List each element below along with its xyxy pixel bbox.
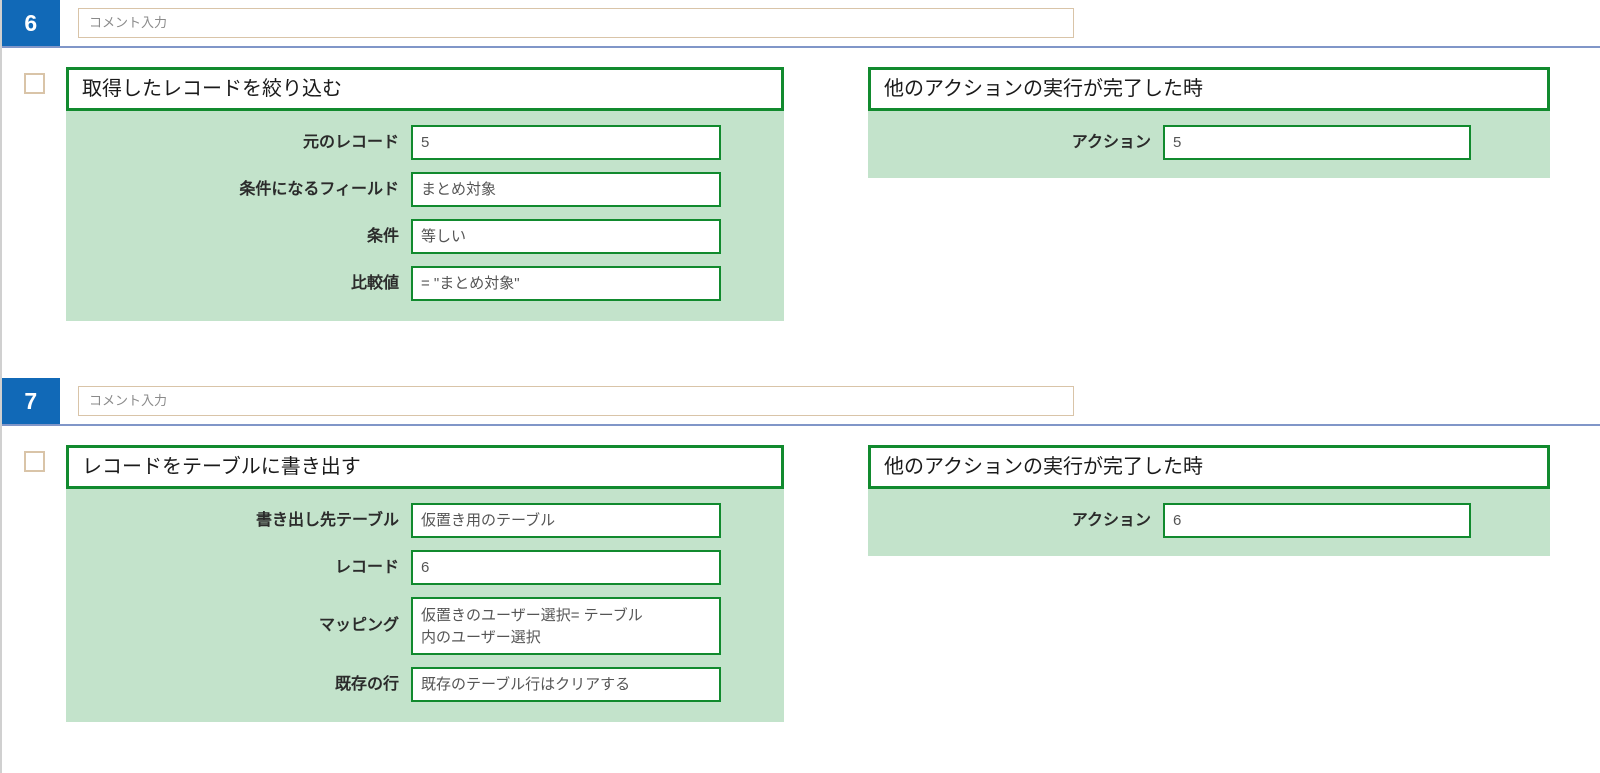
- field-label-compare-value: 比較値: [350, 274, 399, 292]
- step-divider-6: [2, 46, 1600, 48]
- step-header-7: 7 コメント入力: [2, 378, 1600, 424]
- step-7-checkbox[interactable]: [23, 451, 45, 472]
- field-row-trigger-action-7: アクション 6: [868, 503, 1550, 538]
- field-row-target-table: 書き出し先テーブル 仮置き用のテーブル: [66, 503, 784, 538]
- step-6-checkbox[interactable]: [23, 73, 45, 94]
- step-7-panels: レコードをテーブルに書き出す 書き出し先テーブル 仮置き用のテーブル レコード …: [66, 445, 1600, 722]
- field-input-mapping[interactable]: 仮置きのユーザー選択= テーブル 内のユーザー選択: [411, 597, 721, 655]
- step-header-6: 6 コメント入力: [2, 0, 1600, 46]
- field-input-record[interactable]: 6: [411, 550, 721, 585]
- action-title-7[interactable]: レコードをテーブルに書き出す: [66, 445, 784, 489]
- step-block-6: 6 コメント入力 取得したレコードを絞り込む 元のレコード 5: [2, 0, 1600, 321]
- action-title-6[interactable]: 取得したレコードを絞り込む: [66, 67, 784, 111]
- field-input-compare-value[interactable]: = "まとめ対象": [411, 266, 721, 301]
- step-divider-7: [2, 424, 1600, 426]
- field-row-compare-value: 比較値 = "まとめ対象": [66, 266, 784, 301]
- comment-input-7[interactable]: コメント入力: [78, 386, 1074, 416]
- field-input-moto-record[interactable]: 5: [411, 125, 721, 160]
- field-label-condition: 条件: [366, 227, 399, 245]
- field-label-existing-rows: 既存の行: [334, 675, 399, 693]
- action-card-6: 取得したレコードを絞り込む 元のレコード 5 条件になるフィールド まとめ対象 …: [66, 67, 784, 321]
- field-label-mapping: マッピング: [318, 617, 399, 635]
- field-row-moto-record: 元のレコード 5: [66, 125, 784, 160]
- field-input-trigger-action-7[interactable]: 6: [1163, 503, 1471, 538]
- step-spacer: [2, 321, 1600, 378]
- action-fields-7: 書き出し先テーブル 仮置き用のテーブル レコード 6 マッピング 仮置きのユーザ…: [66, 489, 784, 722]
- field-label-trigger-action-7: アクション: [1071, 511, 1151, 529]
- trigger-fields-6: アクション 5: [868, 111, 1550, 178]
- field-input-condition-field[interactable]: まとめ対象: [411, 172, 721, 207]
- field-input-condition[interactable]: 等しい: [411, 219, 721, 254]
- field-row-existing-rows: 既存の行 既存のテーブル行はクリアする: [66, 667, 784, 702]
- comment-cell-6: コメント入力: [60, 0, 1600, 46]
- field-row-trigger-action-6: アクション 5: [868, 125, 1550, 160]
- trigger-card-6: 他のアクションの実行が完了した時 アクション 5: [868, 67, 1550, 321]
- step-6-checkbox-cell: [2, 67, 66, 94]
- field-label-target-table: 書き出し先テーブル: [255, 511, 399, 529]
- field-row-record: レコード 6: [66, 550, 784, 585]
- action-card-7: レコードをテーブルに書き出す 書き出し先テーブル 仮置き用のテーブル レコード …: [66, 445, 784, 722]
- field-label-moto-record: 元のレコード: [302, 133, 399, 151]
- trigger-title-7[interactable]: 他のアクションの実行が完了した時: [868, 445, 1550, 489]
- step-7-checkbox-cell: [2, 445, 66, 472]
- field-label-trigger-action-6: アクション: [1071, 133, 1151, 151]
- step-number-badge-6[interactable]: 6: [2, 0, 60, 46]
- step-body-7: レコードをテーブルに書き出す 書き出し先テーブル 仮置き用のテーブル レコード …: [2, 426, 1600, 722]
- field-input-existing-rows[interactable]: 既存のテーブル行はクリアする: [411, 667, 721, 702]
- field-row-condition: 条件 等しい: [66, 219, 784, 254]
- field-row-mapping: マッピング 仮置きのユーザー選択= テーブル 内のユーザー選択: [66, 597, 784, 655]
- comment-input-6[interactable]: コメント入力: [78, 8, 1074, 38]
- trigger-title-6[interactable]: 他のアクションの実行が完了した時: [868, 67, 1550, 111]
- field-label-record: レコード: [334, 558, 399, 576]
- action-fields-6: 元のレコード 5 条件になるフィールド まとめ対象 条件 等しい 比較: [66, 111, 784, 321]
- step-block-7: 7 コメント入力 レコードをテーブルに書き出す 書き出し先テーブル 仮置き用のテ…: [2, 378, 1600, 722]
- field-input-target-table[interactable]: 仮置き用のテーブル: [411, 503, 721, 538]
- field-row-condition-field: 条件になるフィールド まとめ対象: [66, 172, 784, 207]
- trigger-fields-7: アクション 6: [868, 489, 1550, 556]
- trigger-card-7: 他のアクションの実行が完了した時 アクション 6: [868, 445, 1550, 722]
- step-body-6: 取得したレコードを絞り込む 元のレコード 5 条件になるフィールド まとめ対象 …: [2, 48, 1600, 321]
- step-number-badge-7[interactable]: 7: [2, 378, 60, 424]
- field-label-condition-field: 条件になるフィールド: [239, 180, 399, 198]
- field-input-trigger-action-6[interactable]: 5: [1163, 125, 1471, 160]
- comment-cell-7: コメント入力: [60, 378, 1600, 424]
- step-6-panels: 取得したレコードを絞り込む 元のレコード 5 条件になるフィールド まとめ対象 …: [66, 67, 1600, 321]
